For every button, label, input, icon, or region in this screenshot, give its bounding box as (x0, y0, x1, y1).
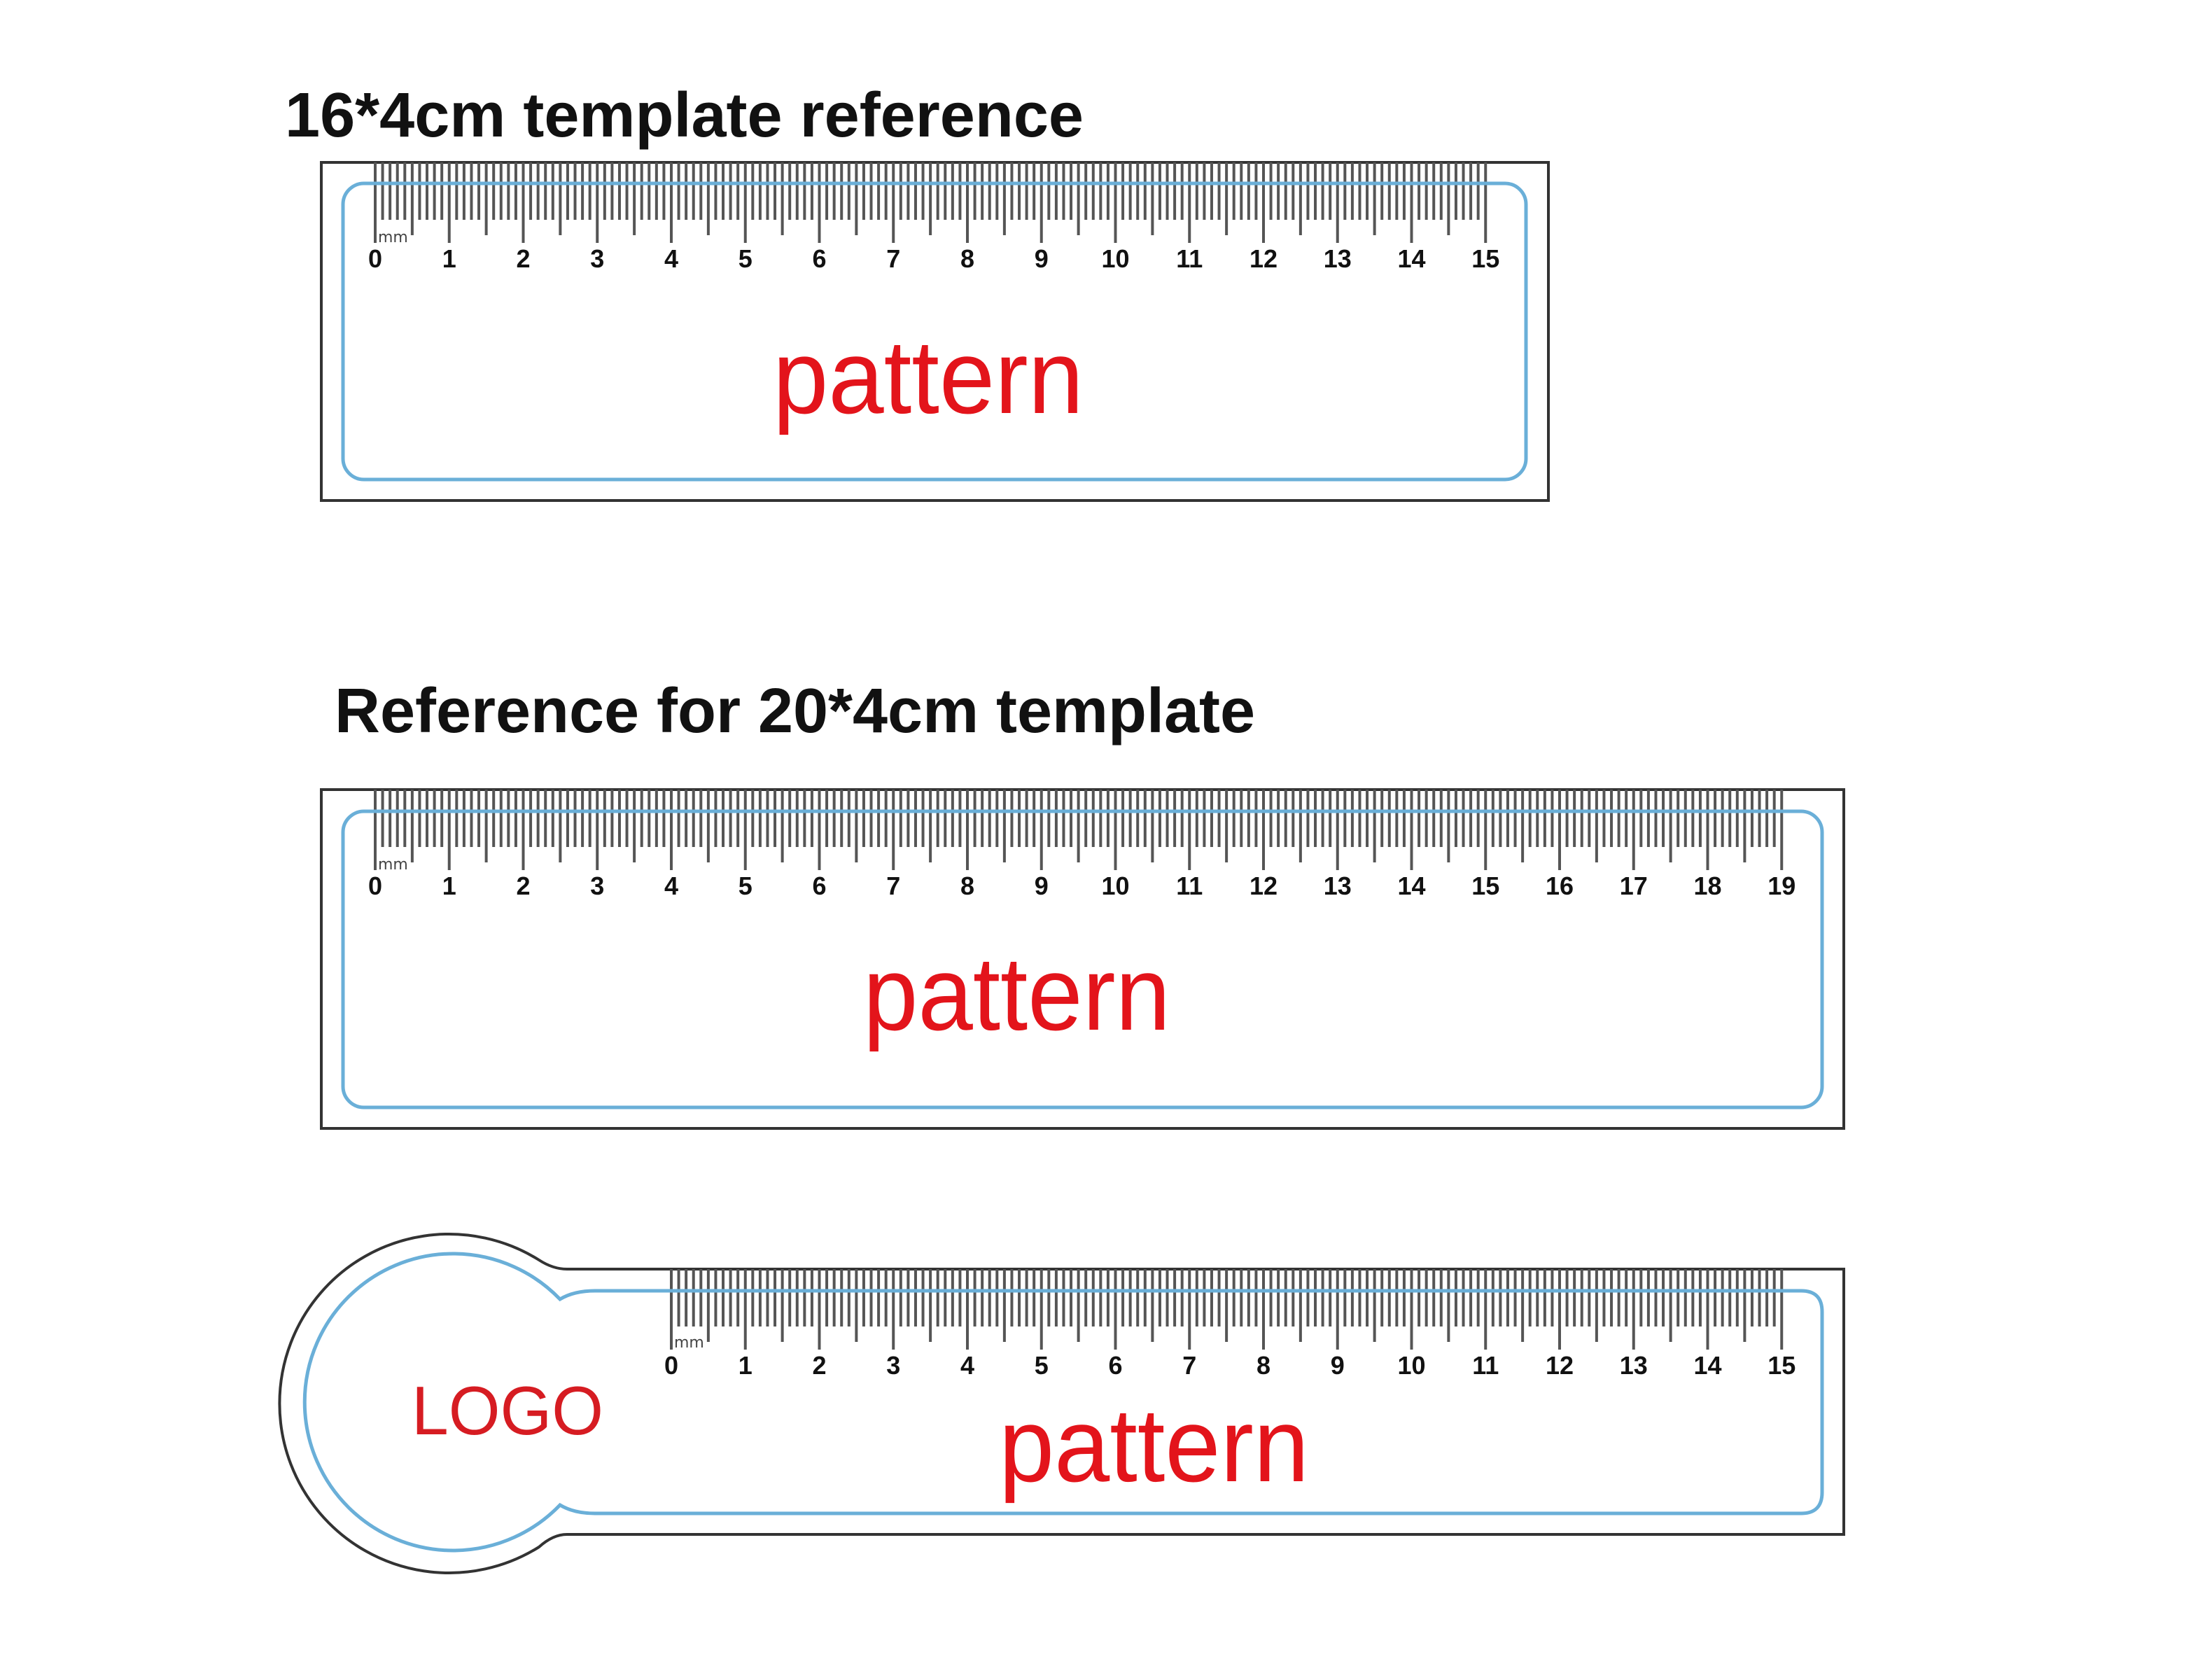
pattern-placeholder: pattern (863, 934, 1170, 1052)
tick-label: 2 (812, 1351, 826, 1380)
tick-label: 9 (1035, 872, 1049, 900)
tick-label: 12 (1250, 244, 1278, 273)
tick-label: 9 (1035, 244, 1049, 273)
template-title: 16*4cm template reference (285, 80, 1084, 150)
tick-label: 3 (590, 872, 604, 900)
tick-label: 8 (960, 872, 974, 900)
template-title: Reference for 20*4cm template (335, 676, 1255, 746)
pattern-placeholder: pattern (999, 1386, 1309, 1504)
tick-label: 2 (516, 244, 530, 273)
tick-label: 9 (1331, 1351, 1345, 1380)
tick-label: 6 (812, 872, 826, 900)
tick-label: 15 (1768, 1351, 1795, 1380)
tick-label: 5 (1035, 1351, 1049, 1380)
print-area-border (341, 809, 1824, 1110)
tick-label: 0 (368, 244, 382, 273)
print-area-border (302, 1252, 1824, 1553)
tick-label: 11 (1176, 872, 1203, 900)
tick-label: 4 (664, 872, 678, 900)
tick-label: 7 (886, 872, 900, 900)
tick-label: 8 (1256, 1351, 1270, 1380)
tick-label: 10 (1101, 872, 1129, 900)
tick-label: 18 (1693, 872, 1721, 900)
print-area-border (341, 181, 1528, 482)
tick-label: 7 (1182, 1351, 1196, 1380)
tick-label: 6 (812, 244, 826, 273)
unit-label: mm (674, 1334, 704, 1352)
tick-label: 8 (960, 244, 974, 273)
tick-label: 5 (738, 244, 752, 273)
tick-label: 3 (886, 1351, 900, 1380)
tick-label: 1 (442, 244, 456, 273)
tick-label: 11 (1472, 1351, 1499, 1380)
tick-label: 15 (1471, 244, 1499, 273)
tick-label: 13 (1324, 872, 1352, 900)
tick-label: 11 (1176, 244, 1203, 273)
tick-label: 19 (1768, 872, 1795, 900)
unit-label: mm (378, 229, 408, 246)
tick-label: 14 (1397, 244, 1425, 273)
tick-label: 2 (516, 872, 530, 900)
tick-label: 13 (1324, 244, 1352, 273)
tick-label: 17 (1620, 872, 1648, 900)
tick-label: 6 (1108, 1351, 1122, 1380)
tick-label: 13 (1620, 1351, 1648, 1380)
tick-label: 14 (1397, 872, 1425, 900)
tick-label: 7 (886, 244, 900, 273)
tick-label: 5 (738, 872, 752, 900)
pattern-placeholder: pattern (773, 318, 1084, 435)
tick-label: 4 (960, 1351, 974, 1380)
tick-label: 10 (1101, 244, 1129, 273)
tick-label: 4 (664, 244, 678, 273)
tick-label: 1 (738, 1351, 752, 1380)
tick-label: 16 (1546, 872, 1574, 900)
tick-label: 12 (1546, 1351, 1574, 1380)
tick-label: 3 (590, 244, 604, 273)
tick-label: 0 (664, 1351, 678, 1380)
unit-label: mm (378, 856, 408, 874)
tick-label: 0 (368, 872, 382, 900)
tick-label: 15 (1471, 872, 1499, 900)
tick-label: 1 (442, 872, 456, 900)
tick-label: 12 (1250, 872, 1278, 900)
logo-placeholder: LOGO (412, 1372, 603, 1449)
tick-label: 10 (1397, 1351, 1425, 1380)
tick-label: 14 (1693, 1351, 1721, 1380)
